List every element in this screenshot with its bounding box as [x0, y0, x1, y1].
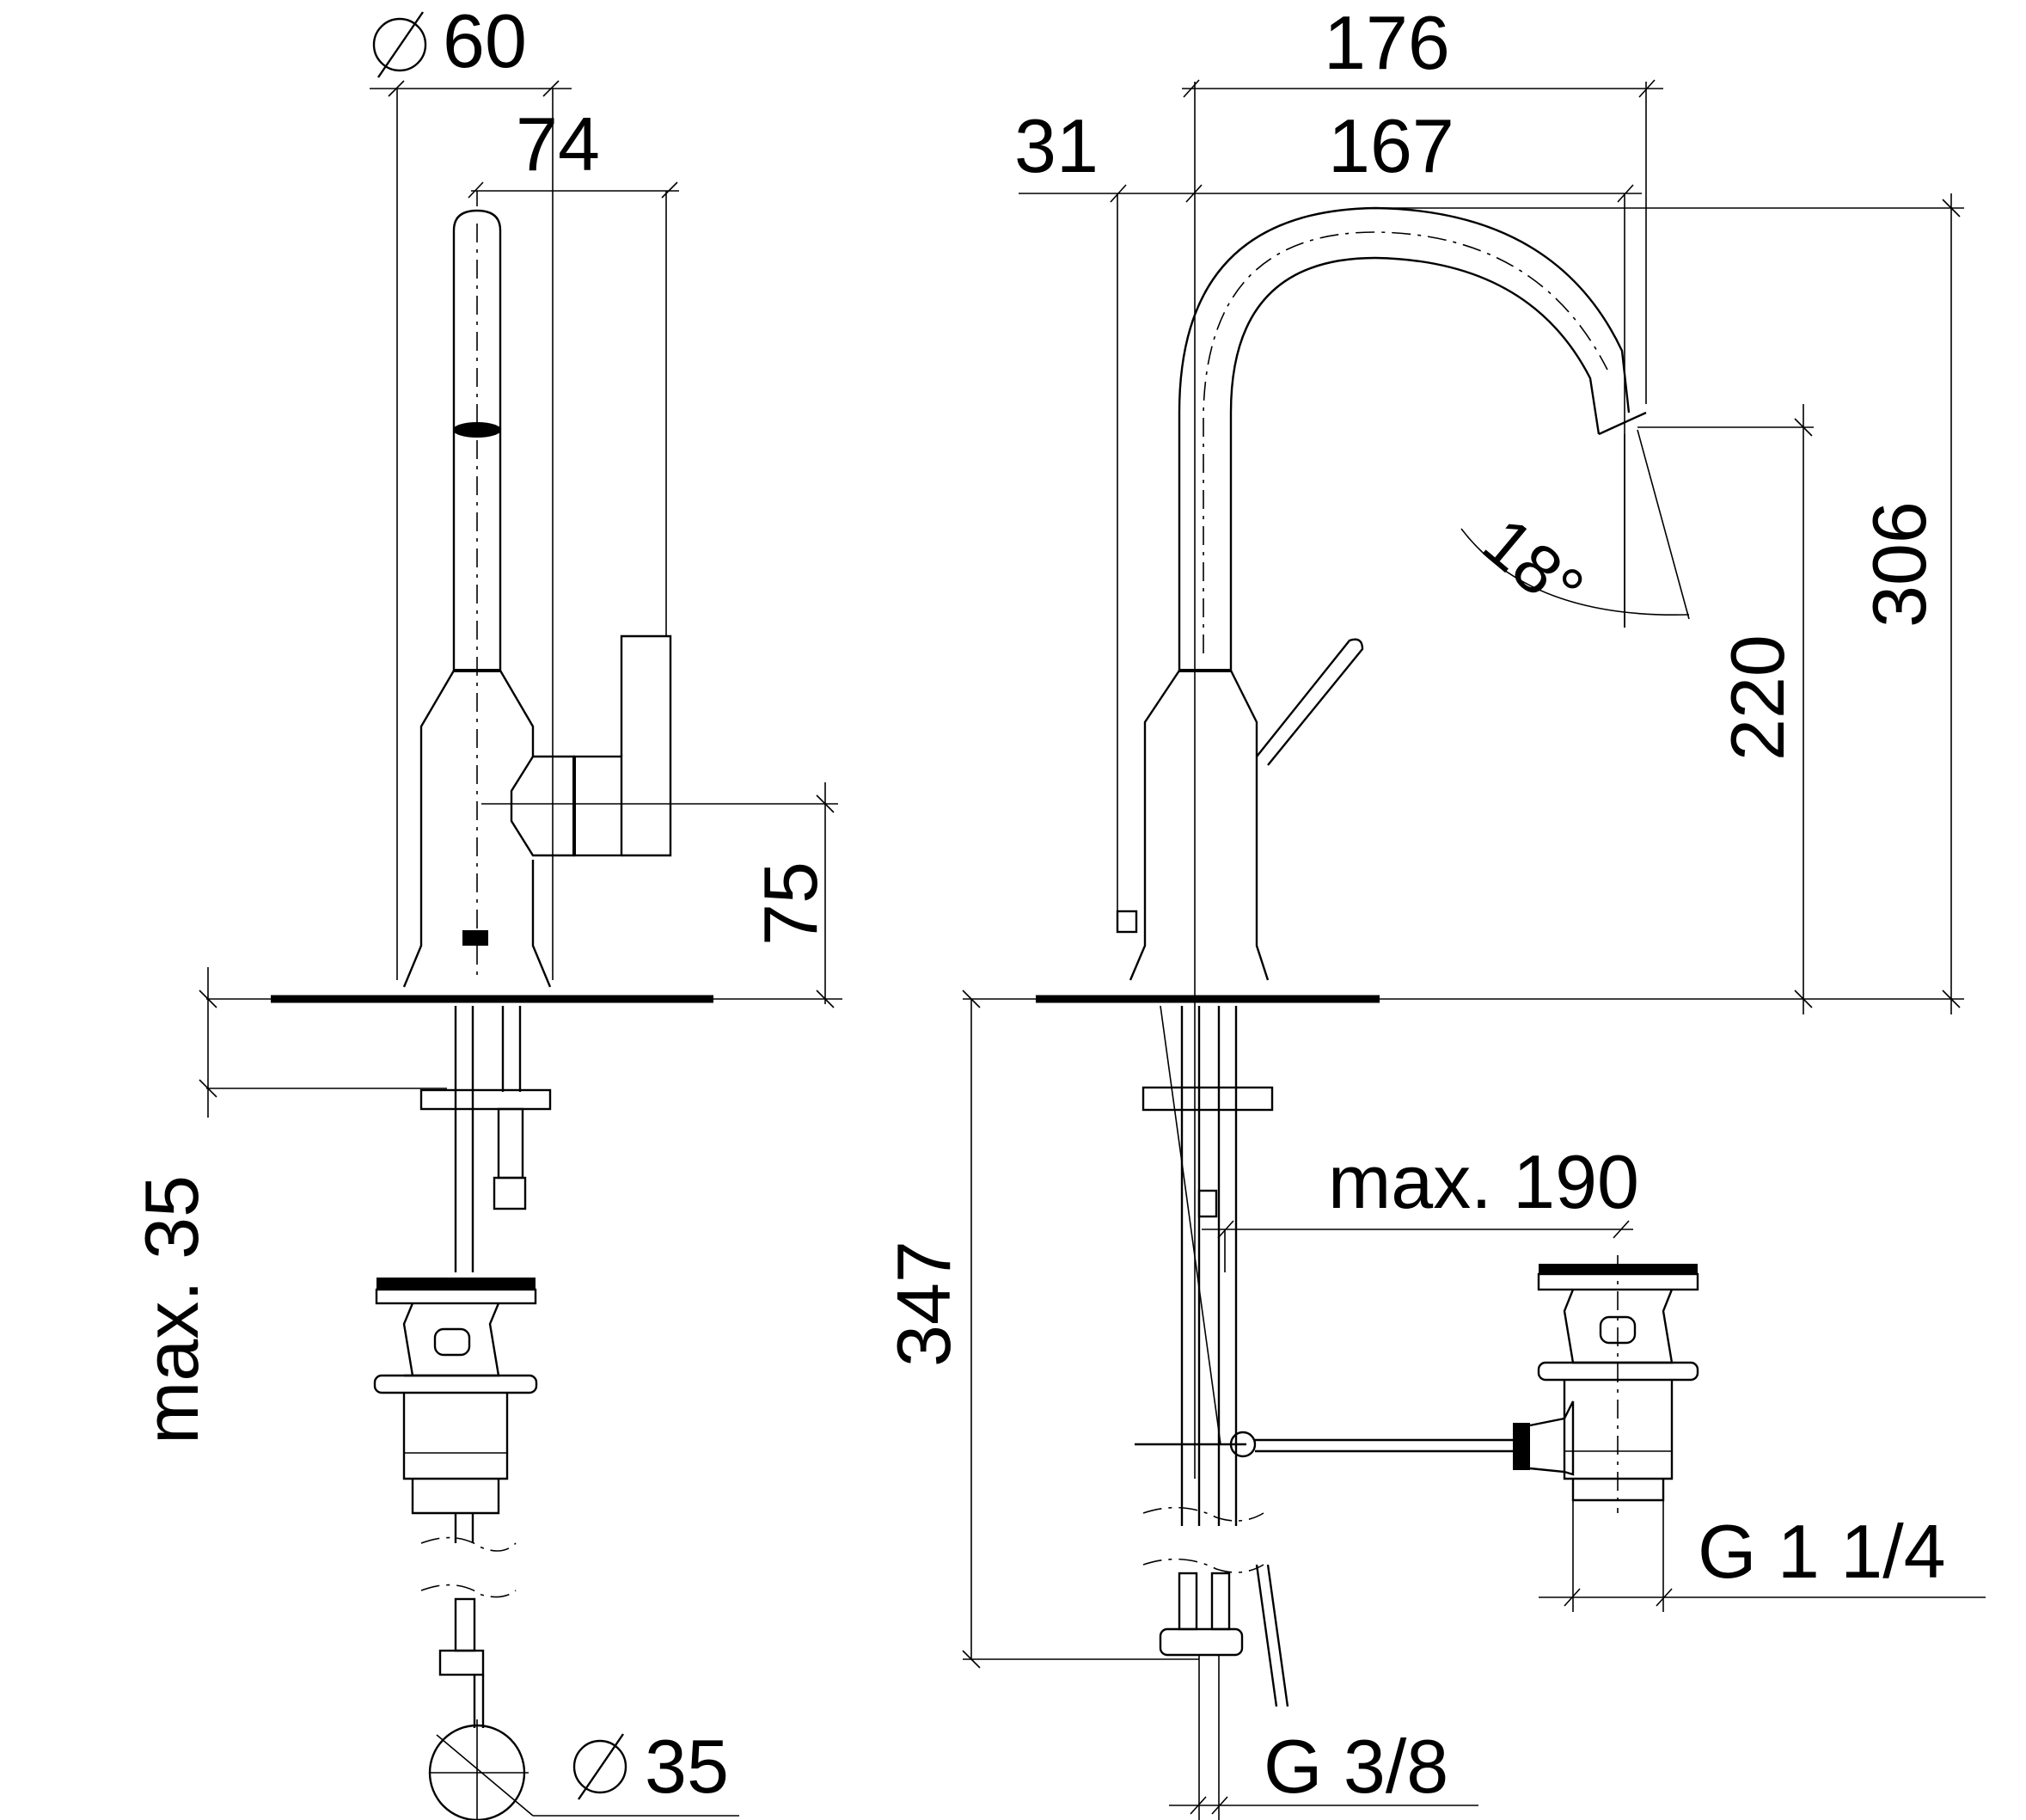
spout-body: [452, 209, 502, 671]
dim-under-counter-347: 347: [881, 1241, 966, 1367]
lever-cartridge: [510, 755, 576, 857]
dim-waste-distance: max. 190: [1328, 1139, 1639, 1224]
diameter-60-label: 60: [370, 0, 572, 97]
dim-hole-diameter-35: 35: [645, 1724, 729, 1809]
drain-assembly-side: [373, 1278, 538, 1728]
dim-total-height-306: 306: [1857, 501, 1942, 628]
mounting-plate: [419, 1088, 552, 1111]
dim-total-reach-176: 176: [1324, 0, 1450, 85]
gooseneck-spout: [1178, 206, 1631, 671]
dim-lever-height-75: 75: [748, 861, 833, 946]
mounting-plate-front: [1142, 1086, 1274, 1112]
dim-diameter-60: 60: [443, 0, 527, 83]
dim-outlet-height-220: 220: [1715, 634, 1800, 761]
front-view: 176 31 167 18°: [881, 0, 1986, 1820]
side-view: 60 74 75: [129, 0, 842, 1820]
aerator-mark: [453, 422, 501, 438]
dim-spout-reach-167: 167: [1328, 103, 1454, 188]
drain-assembly-front: [1537, 1255, 1699, 1513]
lever-front: [1256, 638, 1364, 766]
dim-spout-angle-18: 18°: [1469, 503, 1598, 628]
dim-counter-thickness: max. 35: [129, 1175, 214, 1444]
thread-waste-label: G 1 1/4: [1698, 1509, 1946, 1594]
dim-lever-depth-74: 74: [516, 101, 600, 187]
thread-supply-label: G 3/8: [1264, 1724, 1448, 1809]
lever-handle: [620, 634, 672, 857]
logo-mark: [462, 930, 488, 946]
hole-diameter-35: 35: [428, 1719, 739, 1820]
dim-spout-offset-31: 31: [1014, 103, 1099, 188]
